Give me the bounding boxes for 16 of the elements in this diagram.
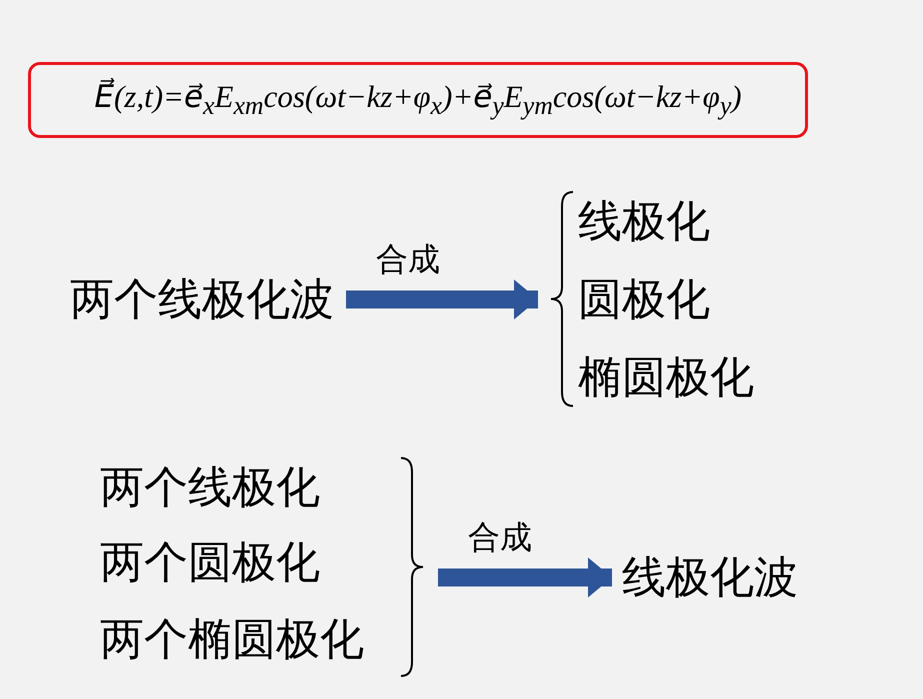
node-text: 椭圆极化 (578, 348, 754, 407)
edge-label: 合成 (468, 516, 532, 558)
node-text: 两个线极化波 (70, 270, 334, 329)
formula-box (28, 62, 808, 138)
node-text: 线极化 (578, 192, 710, 251)
arrow (346, 280, 538, 320)
node-text: 两个椭圆极化 (100, 610, 364, 669)
formula: E⃗(z,t)=e⃗$_{x}$E$_{xm}$cos(ωt−kz+φ$_{x}$)+e⃗$_{y}$E$_{ym}$cos(ωt−kz+φ$_{y}$) (94, 78, 742, 122)
brace (548, 190, 576, 408)
node-text: 圆极化 (578, 270, 710, 329)
node-text: 线极化波 (622, 548, 798, 607)
node-text: 两个线极化 (100, 458, 320, 517)
brace (398, 456, 426, 678)
node-text: 两个圆极化 (100, 533, 320, 592)
arrow (438, 558, 612, 598)
edge-label: 合成 (376, 238, 440, 280)
